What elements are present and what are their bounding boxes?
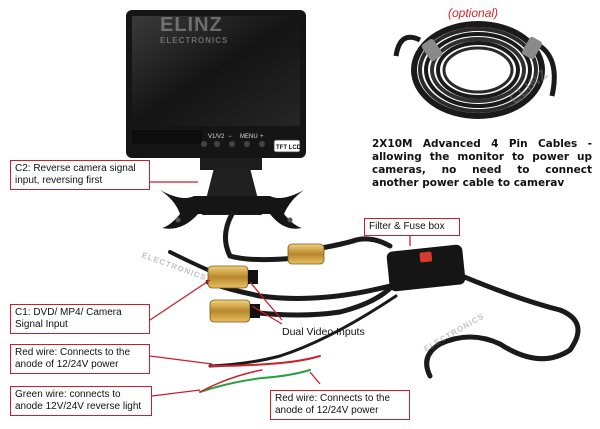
optional-label: (optional) bbox=[448, 6, 499, 20]
tft-lcd-badge: TFT LCD bbox=[276, 145, 301, 151]
logo-watermark-sub: ELECTRONICS bbox=[160, 36, 229, 45]
dual-video-label: Dual Video Inputs bbox=[282, 326, 365, 338]
callout-lines bbox=[149, 181, 411, 397]
rca-connectors bbox=[207, 243, 325, 323]
cable-description: 2X10M Advanced 4 Pin Cables - allowing t… bbox=[372, 138, 592, 189]
green-wire-label: Green wire: connects to anode 12V/24V re… bbox=[10, 386, 152, 416]
c2-reverse-camera-label: C2: Reverse camera signal input, reversi… bbox=[10, 160, 150, 190]
red-wire-left-label: Red wire: Connects to the anode of 12/24… bbox=[10, 344, 150, 374]
power-wires bbox=[199, 355, 321, 393]
logo-watermark: ELINZ bbox=[160, 14, 223, 36]
monitor bbox=[126, 10, 306, 158]
c1-signal-input-label: C1: DVD/ MP4/ Camera Signal Input bbox=[10, 304, 150, 334]
monitor-minus-label: − bbox=[228, 134, 232, 140]
monitor-stand bbox=[160, 158, 304, 229]
filter-fuse-label: Filter & Fuse box bbox=[364, 218, 460, 236]
red-wire-right-label: Red wire: Connects to the anode of 12/24… bbox=[270, 390, 410, 420]
filter-fuse-box bbox=[386, 244, 466, 292]
monitor-v1v2-label: V1/V2 bbox=[208, 134, 225, 140]
coiled-cable bbox=[393, 21, 557, 119]
monitor-plus-label: + bbox=[260, 134, 264, 140]
monitor-menu-label: MENU bbox=[240, 134, 258, 140]
cables bbox=[168, 211, 581, 379]
